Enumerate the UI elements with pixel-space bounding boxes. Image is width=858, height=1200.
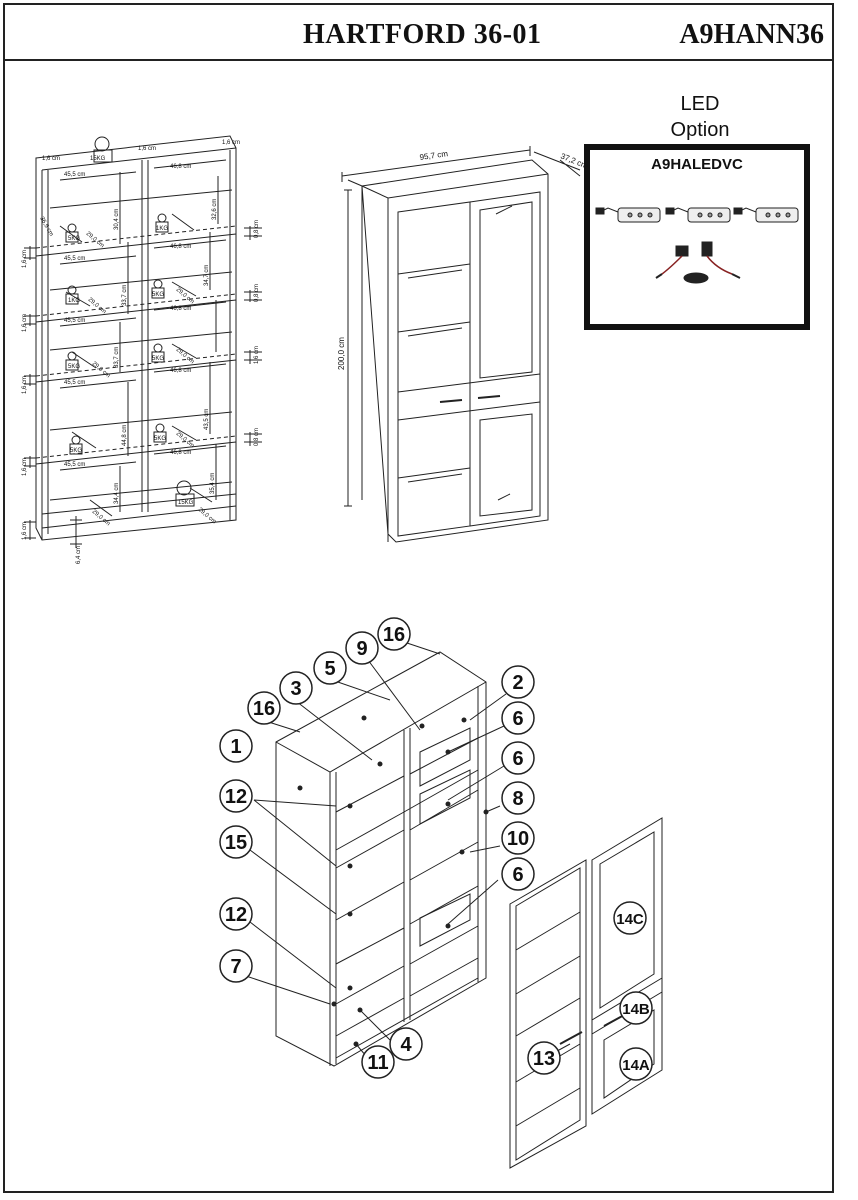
- header-bar: HARTFORD 36-01 A9HANN36: [3, 3, 834, 61]
- led-light-3: [733, 207, 799, 223]
- led-label-line2: Option: [670, 119, 730, 141]
- led-label-line1: LED: [680, 93, 720, 115]
- led-kit-code: A9HALEDVC: [651, 156, 743, 173]
- led-light-2: [665, 207, 731, 223]
- product-code: A9HANN36: [679, 19, 824, 50]
- product-title: HARTFORD 36-01: [303, 19, 542, 50]
- led-light-1: [595, 207, 661, 223]
- led-kit-box: A9HALEDVC: [584, 144, 810, 330]
- page-border: [3, 3, 834, 1193]
- led-power-supply: [655, 241, 741, 284]
- led-kit-illustration: [595, 207, 799, 284]
